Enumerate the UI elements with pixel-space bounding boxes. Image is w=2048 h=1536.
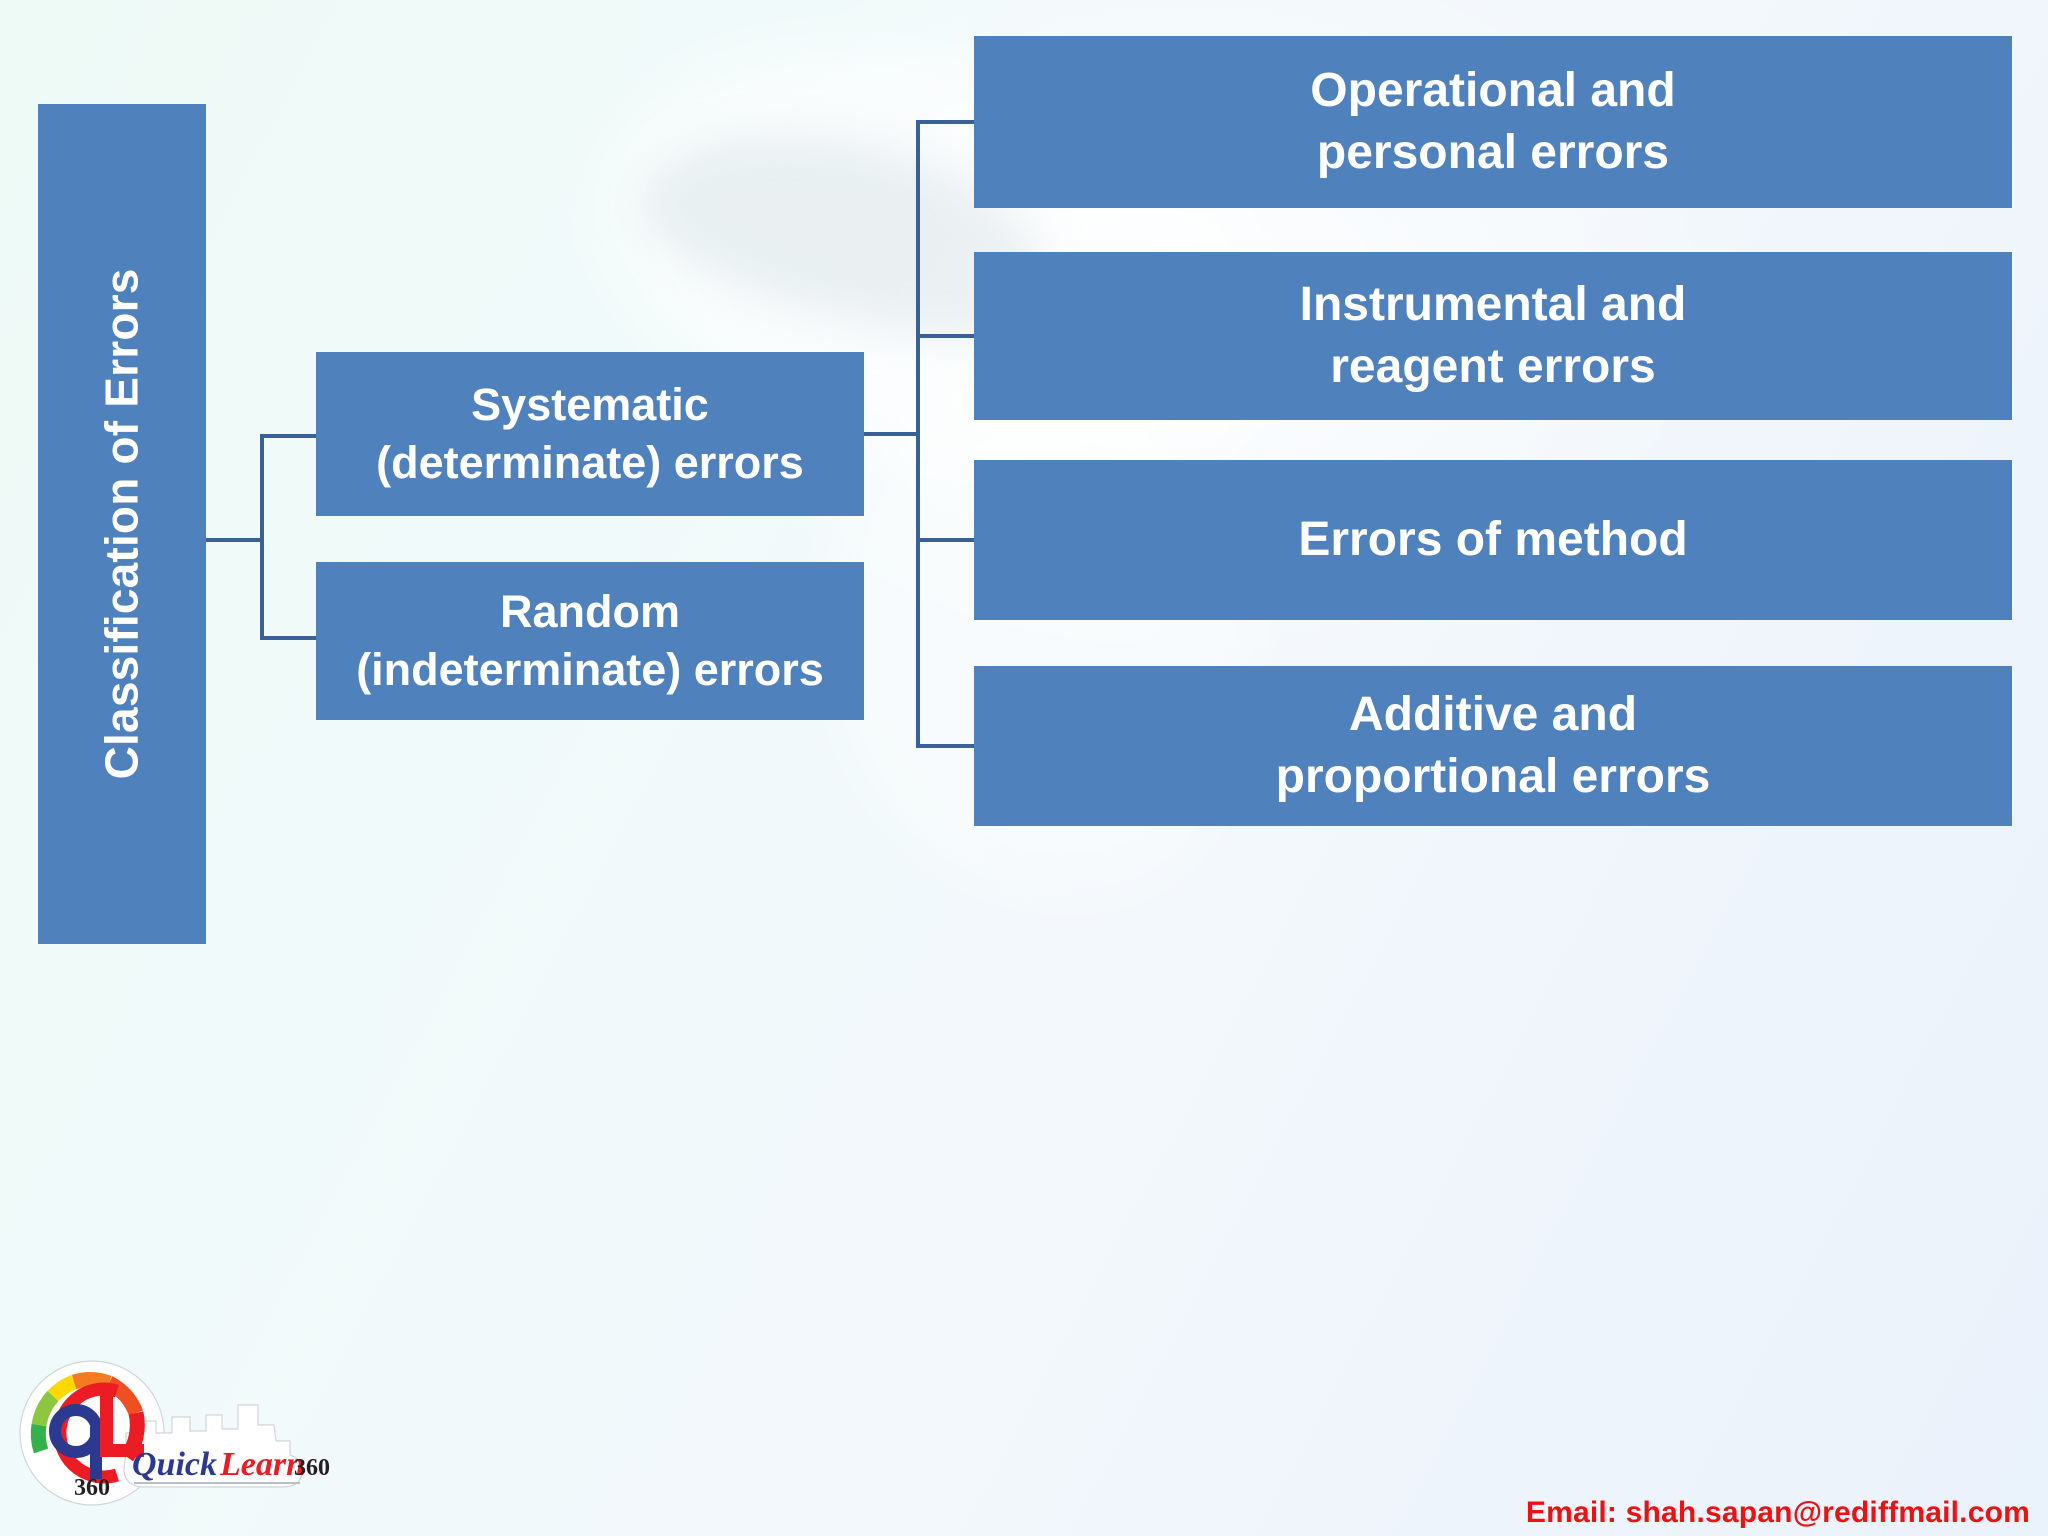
- node-operational-and-personal-errors[interactable]: Operational and personal errors: [974, 36, 2012, 208]
- connector-to-method: [916, 538, 976, 542]
- connector-systematic-stem: [864, 432, 920, 436]
- node-method-line1: Errors of method: [1298, 512, 1688, 566]
- connector-to-instrumental: [916, 334, 976, 338]
- node-additive-line1: Additive and: [1348, 687, 1638, 741]
- node-systematic-errors[interactable]: Systematic (determinate) errors: [316, 352, 864, 516]
- node-method-text: Errors of method: [1298, 509, 1687, 571]
- node-systematic-line2: (determinate) errors: [376, 437, 804, 488]
- node-instrumental-line2: reagent errors: [1330, 340, 1656, 393]
- node-random-line1: Random: [500, 585, 680, 637]
- node-errors-of-method[interactable]: Errors of method: [974, 460, 2012, 620]
- connector-root-trunk: [260, 434, 264, 640]
- node-additive-line2: proportional errors: [1275, 750, 1711, 803]
- node-additive-text: Additive and proportional errors: [1276, 684, 1711, 809]
- node-random-errors[interactable]: Random (indeterminate) errors: [316, 562, 864, 720]
- node-operational-text: Operational and personal errors: [1310, 60, 1675, 185]
- quicklearn360-logo[interactable]: 360 Quick Learn 360: [14, 1355, 344, 1515]
- node-random-line2: (indeterminate) errors: [356, 644, 824, 695]
- node-instrumental-and-reagent-errors[interactable]: Instrumental and reagent errors: [974, 252, 2012, 420]
- connector-root-to-systematic: [260, 434, 318, 438]
- node-systematic-line1: Systematic: [471, 378, 709, 430]
- logo-mark-360: 360: [74, 1475, 110, 1501]
- logo-word-360: 360: [294, 1455, 330, 1481]
- root-node-label: Classification of Errors: [95, 268, 148, 780]
- connector-systematic-trunk: [916, 120, 920, 748]
- node-systematic-errors-text: Systematic (determinate) errors: [376, 376, 804, 493]
- node-random-errors-text: Random (indeterminate) errors: [356, 583, 824, 700]
- contact-email[interactable]: Email: shah.sapan@rediffmail.com: [1525, 1496, 2030, 1529]
- root-node-classification-of-errors[interactable]: Classification of Errors: [38, 104, 206, 944]
- node-operational-line2: personal errors: [1316, 126, 1670, 179]
- connector-to-operational: [916, 120, 976, 124]
- connector-to-additive: [916, 744, 976, 748]
- node-operational-line1: Operational and: [1310, 63, 1676, 117]
- node-additive-and-proportional-errors[interactable]: Additive and proportional errors: [974, 666, 2012, 826]
- logo-word-learn: Learn: [219, 1446, 305, 1483]
- node-instrumental-text: Instrumental and reagent errors: [1300, 274, 1687, 399]
- connector-root-stem: [206, 538, 264, 542]
- connector-root-to-random: [260, 636, 318, 640]
- logo-artwork: 360 Quick Learn 360: [19, 1360, 330, 1506]
- node-instrumental-line1: Instrumental and: [1299, 277, 1687, 331]
- logo-word-quick: Quick: [132, 1446, 217, 1483]
